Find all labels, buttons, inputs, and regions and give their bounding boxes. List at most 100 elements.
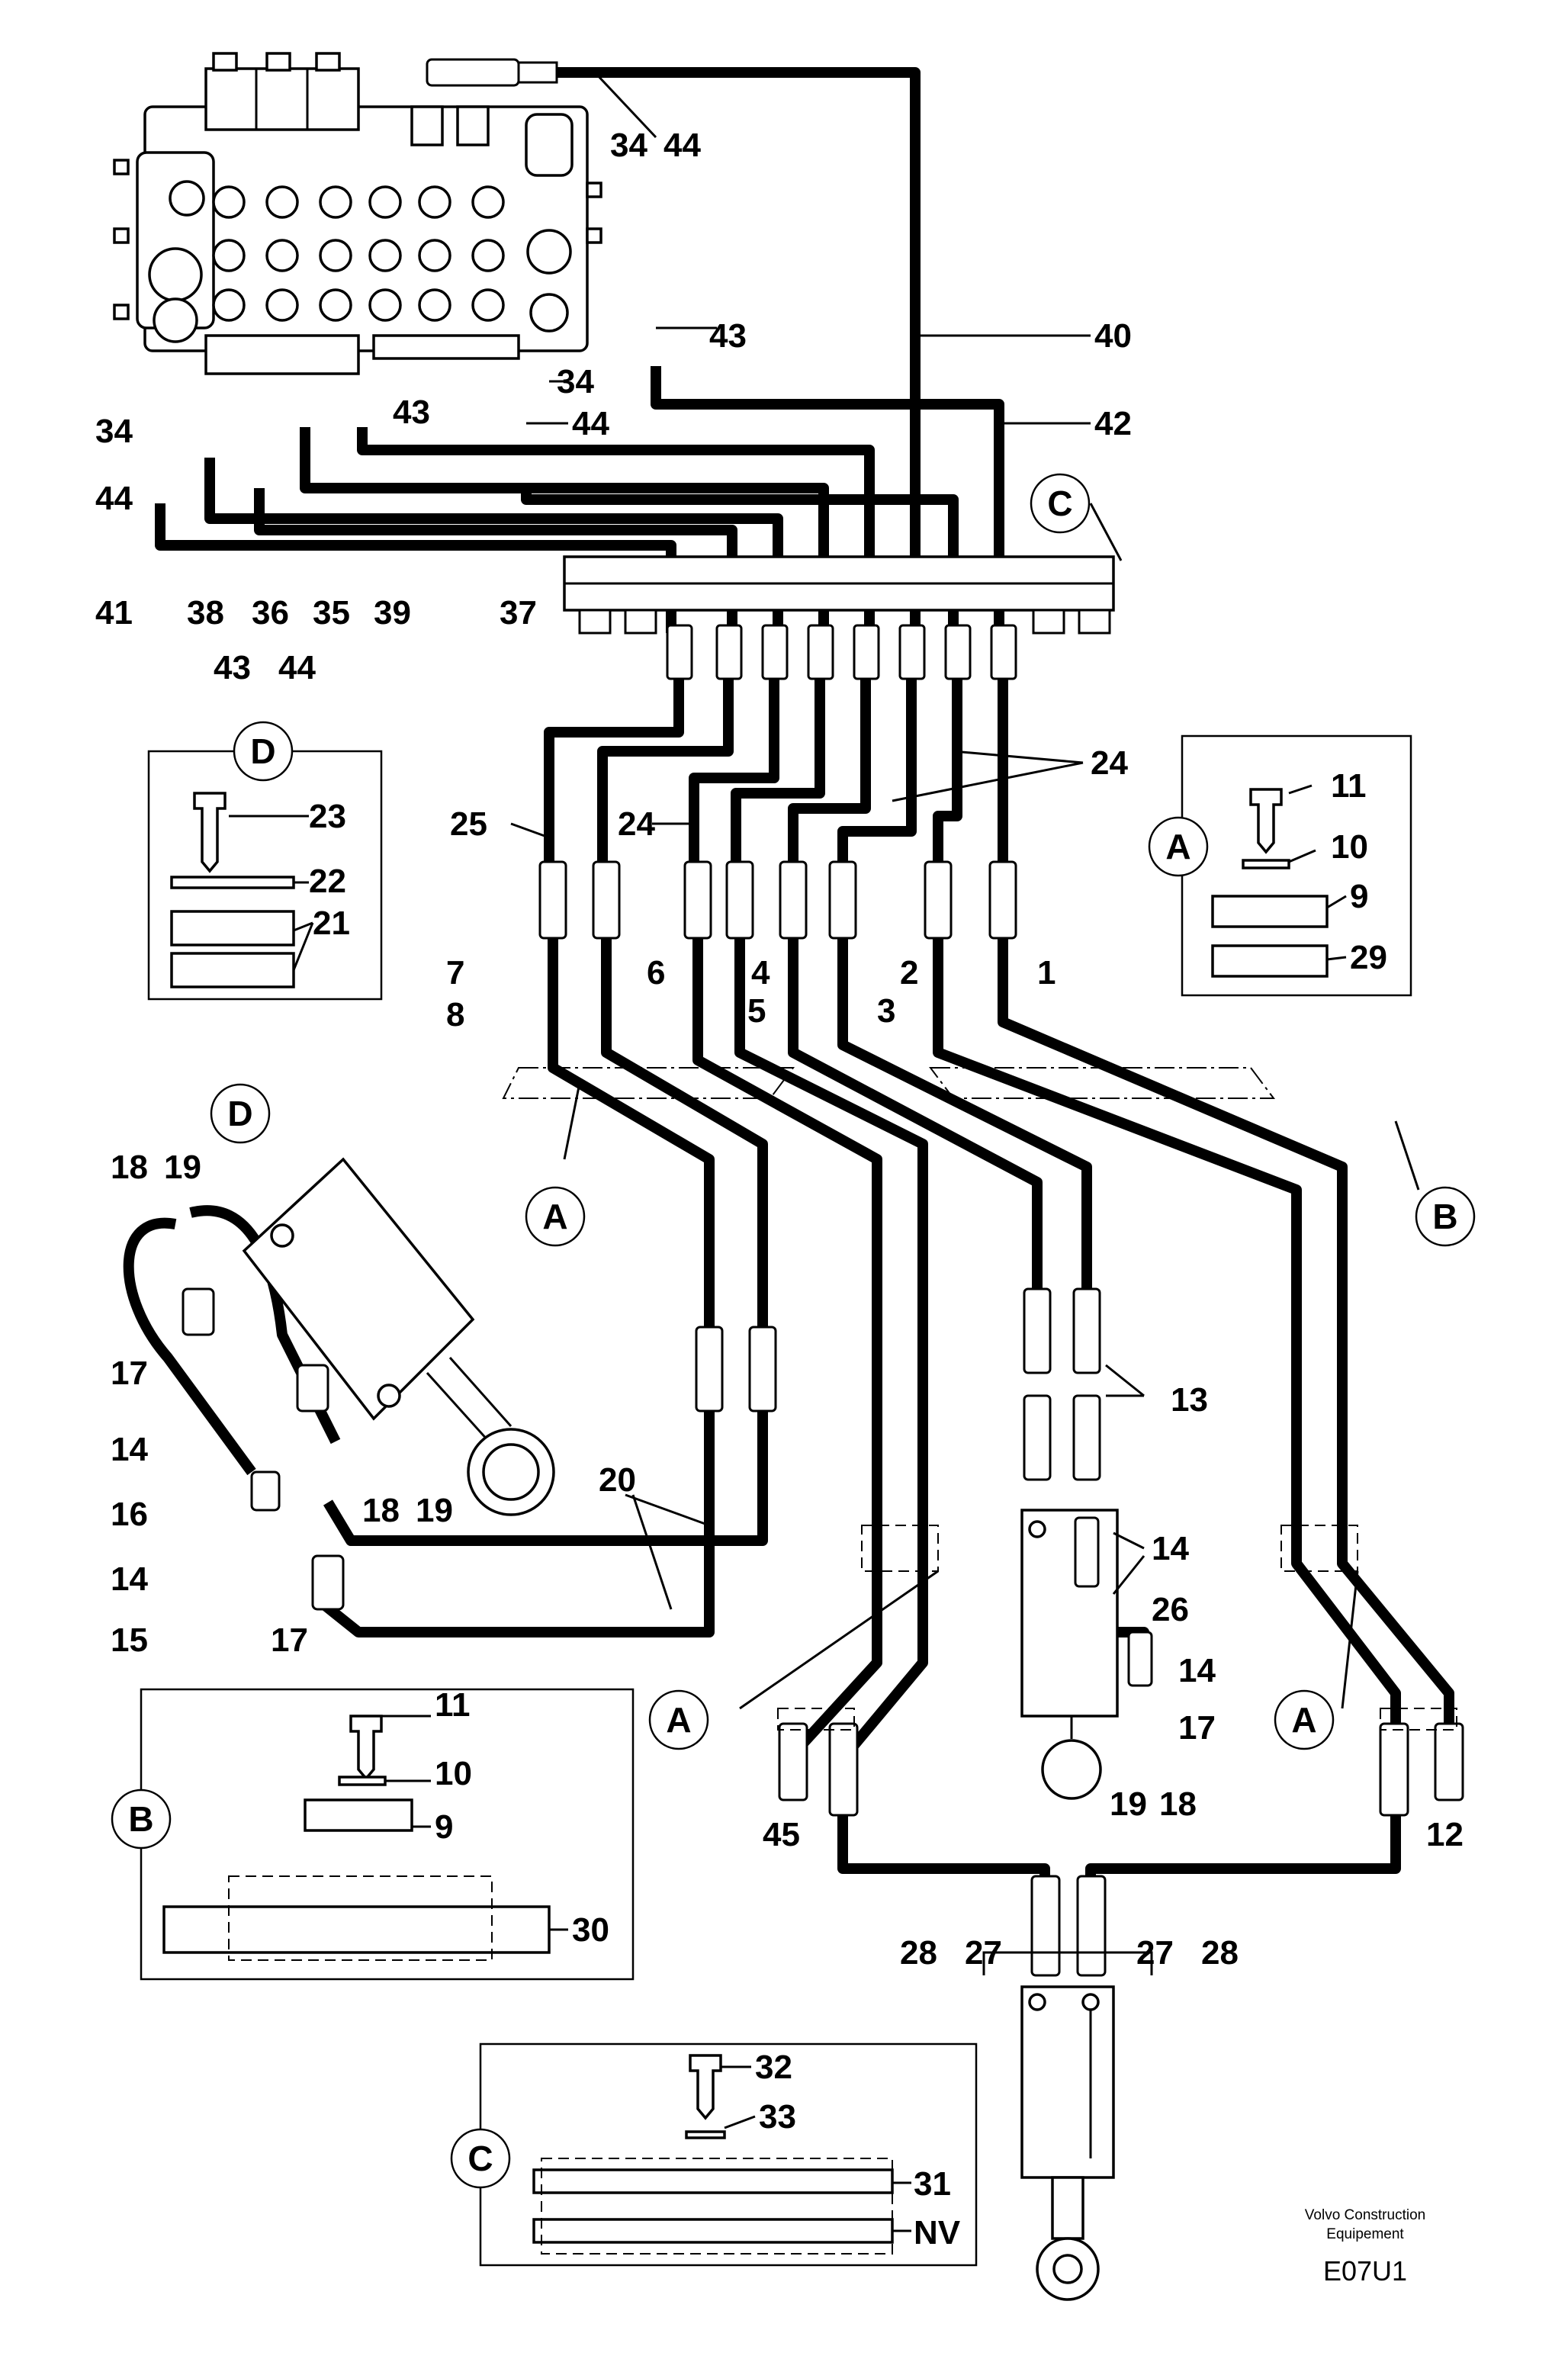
- clamp-outlines: [502, 1067, 1457, 1731]
- label-45: 45: [763, 1816, 800, 1853]
- callout-c-top: [1030, 473, 1091, 534]
- boom-cylinder: [182, 1157, 555, 1611]
- label-43-right: 43: [709, 317, 747, 355]
- manifold-block: [563, 555, 1115, 612]
- label-44-bottom: 44: [278, 649, 316, 686]
- label-9-inset-b: 9: [435, 1808, 453, 1846]
- label-14-right: 14: [1152, 1530, 1189, 1567]
- callout-b-inset: [111, 1789, 172, 1850]
- callout-a-lower-left: [648, 1689, 709, 1750]
- label-17-left: 17: [111, 1355, 148, 1392]
- label-31: 31: [914, 2165, 951, 2203]
- label-2: 2: [900, 954, 918, 991]
- label-20: 20: [599, 1461, 636, 1499]
- label-35: 35: [313, 594, 350, 632]
- label-23: 23: [309, 798, 346, 835]
- label-33: 33: [759, 2098, 796, 2136]
- callout-d-cyl: [210, 1083, 271, 1144]
- callout-circles: [111, 473, 1476, 2189]
- callout-d-inset-text: D: [250, 731, 275, 771]
- label-30: 30: [572, 1911, 609, 1949]
- label-24-left: 24: [618, 805, 655, 843]
- label-44-left: 44: [95, 480, 133, 517]
- callout-a-mid-text: A: [542, 1197, 567, 1236]
- label-28-left: 28: [900, 1934, 937, 1972]
- label-44-right: 44: [572, 405, 609, 442]
- label-19-cyl: 19: [1110, 1785, 1147, 1823]
- label-14-left: 14: [111, 1431, 148, 1468]
- fittings-13: [1023, 1287, 1101, 1481]
- label-1: 1: [1037, 954, 1056, 991]
- callout-a-lower-left-text: A: [666, 1700, 691, 1740]
- label-10-inset-a: 10: [1331, 828, 1368, 866]
- inset-a: [1181, 734, 1412, 997]
- label-6: 6: [647, 954, 665, 991]
- label-7: 7: [446, 954, 464, 991]
- label-21: 21: [313, 905, 350, 942]
- label-18-cyl: 18: [1159, 1785, 1197, 1823]
- middle-hose-fittings: [538, 860, 1017, 940]
- label-19-left: 19: [164, 1149, 201, 1186]
- label-34-left: 34: [95, 413, 133, 450]
- label-39: 39: [374, 594, 411, 632]
- label-43-mid: 43: [393, 394, 430, 431]
- callout-c-inset-text: C: [468, 2139, 493, 2178]
- label-16: 16: [111, 1496, 148, 1533]
- upper-hose-fittings: [666, 624, 1017, 680]
- label-8: 8: [446, 996, 464, 1033]
- label-34-top: 34: [610, 127, 647, 164]
- inset-c: [479, 2042, 978, 2267]
- callout-a-lower-right: [1274, 1689, 1335, 1750]
- label-17-bottom: 17: [271, 1621, 308, 1659]
- drawing-code: E07U1: [1323, 2255, 1407, 2287]
- small-cylinder: [1020, 1509, 1153, 1800]
- label-5: 5: [747, 992, 766, 1030]
- brand-line-1: Volvo Construction: [1305, 2207, 1425, 2223]
- label-38: 38: [187, 594, 224, 632]
- label-13: 13: [1171, 1381, 1208, 1419]
- callout-a-lower-right-text: A: [1291, 1700, 1316, 1740]
- label-14-cyl: 14: [1178, 1652, 1216, 1689]
- label-18-mid: 18: [362, 1492, 400, 1529]
- callout-c-inset: [450, 2128, 511, 2189]
- brand-line-2: Equipement: [1326, 2226, 1404, 2242]
- callout-b-inset-text: B: [128, 1799, 153, 1839]
- part-labels: 34 44 43 40 34 42 43 34 44 44 41 38 36 3…: [95, 127, 1464, 2251]
- callout-b-mid-text: B: [1432, 1197, 1457, 1236]
- label-43-bottom: 43: [214, 649, 251, 686]
- manifold-fittings: [578, 609, 1111, 635]
- label-9-inset-a: 9: [1350, 878, 1368, 915]
- label-11-inset-a: 11: [1331, 767, 1367, 805]
- callout-a-inset-text: A: [1165, 827, 1190, 866]
- callout-d-inset: [233, 721, 294, 782]
- fittings-20: [695, 1326, 777, 1413]
- label-24-right: 24: [1091, 744, 1128, 782]
- label-19-mid: 19: [416, 1492, 453, 1529]
- label-42: 42: [1094, 405, 1132, 442]
- label-37: 37: [500, 594, 537, 632]
- label-41: 41: [95, 594, 133, 632]
- label-22: 22: [309, 863, 346, 900]
- fittings-45-12: [778, 1722, 1464, 1817]
- label-36: 36: [252, 594, 289, 632]
- main-cylinder: [1020, 1875, 1115, 2301]
- top-pipe-fitting: [426, 58, 558, 87]
- label-12: 12: [1426, 1816, 1464, 1853]
- label-25: 25: [450, 805, 487, 843]
- callout-d-cyl-text: D: [227, 1094, 252, 1133]
- label-27-left: 27: [965, 1934, 1002, 1972]
- control-valve-block: [113, 52, 602, 375]
- label-10-inset-b: 10: [435, 1755, 472, 1792]
- callout-b-mid: [1415, 1186, 1476, 1247]
- label-4: 4: [751, 954, 770, 991]
- inset-b: [140, 1688, 635, 1981]
- label-44-top: 44: [664, 127, 701, 164]
- label-40: 40: [1094, 317, 1132, 355]
- callout-letters: C D A D A B A A B C: [128, 484, 1457, 2178]
- label-29: 29: [1350, 939, 1387, 976]
- label-27-right: 27: [1136, 1934, 1174, 1972]
- label-14-bottom: 14: [111, 1560, 148, 1598]
- callout-a-inset: [1148, 816, 1209, 877]
- label-28-right: 28: [1201, 1934, 1239, 1972]
